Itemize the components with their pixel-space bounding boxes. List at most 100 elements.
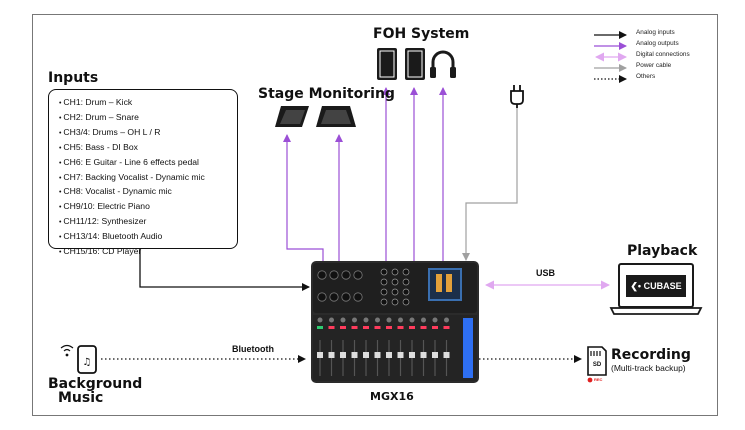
sd-card-label: SD <box>592 362 602 368</box>
foh-speaker-icon <box>377 48 397 80</box>
cubase-label: CUBASE <box>643 281 682 291</box>
xlr-jack <box>329 270 339 280</box>
recording-title: Recording <box>611 347 691 363</box>
fader-cap <box>386 352 392 358</box>
playback-title: Playback <box>627 243 698 259</box>
power-cable-line <box>462 107 518 261</box>
input-channel-item: CH11/12: Synthesizer <box>59 215 231 230</box>
legend-item-others: Others <box>636 73 656 80</box>
background-music-line-1: Background <box>48 376 143 392</box>
usb-label: USB <box>536 268 556 278</box>
input-channel-item: CH5: Bass - DI Box <box>59 141 231 156</box>
rec-dot-icon <box>587 377 593 383</box>
output-jack <box>380 278 388 286</box>
recording-subtitle: (Multi-track backup) <box>611 363 686 373</box>
channel-knob <box>386 317 392 323</box>
fader-cap <box>432 352 438 358</box>
inputs-channel-list: CH1: Drum – KickCH2: Drum – SnareCH3/4: … <box>59 96 231 260</box>
fader-cap <box>363 352 369 358</box>
power-plug-icon <box>510 85 524 108</box>
rec-label: REC <box>594 377 603 382</box>
channel-knob <box>352 317 357 323</box>
xlr-jack <box>341 292 351 302</box>
stage-monitor-icon <box>316 106 356 127</box>
input-channel-item: CH8: Vocalist - Dynamic mic <box>59 185 231 200</box>
xlr-jack <box>317 270 327 280</box>
output-jack <box>402 298 410 306</box>
background-music-line-2: Music <box>58 390 104 406</box>
output-jack <box>402 278 410 286</box>
output-jack <box>391 288 399 296</box>
channel-button <box>317 326 323 329</box>
stage-monitoring-title: Stage Monitoring <box>258 86 395 102</box>
output-jack <box>380 288 388 296</box>
laptop-icon <box>609 263 703 315</box>
xlr-jack <box>353 270 363 280</box>
fader-cap <box>317 352 323 358</box>
xlr-jack <box>329 292 339 302</box>
input-channel-item: CH3/4: Drums – OH L / R <box>59 126 231 141</box>
fader-cap <box>351 352 358 358</box>
channel-button <box>363 326 369 329</box>
output-jack <box>380 298 388 306</box>
output-jack <box>380 268 388 276</box>
channel-button <box>443 326 450 329</box>
input-channel-item: CH7: Backing Vocalist - Dynamic mic <box>59 171 231 186</box>
fader-cap <box>374 352 381 358</box>
input-channel-item: CH6: E Guitar - Line 6 effects pedal <box>59 156 231 171</box>
channel-knob <box>432 317 438 323</box>
bluetooth-signal-icon <box>60 344 74 357</box>
sd-card-icon <box>587 346 607 376</box>
fader-cap <box>409 352 415 358</box>
fader-cap <box>328 352 335 358</box>
legend-item-power-cable: Power cable <box>636 62 672 69</box>
channel-button <box>432 326 438 329</box>
xlr-jack <box>317 292 327 302</box>
output-jack <box>402 268 410 276</box>
legend: Analog inputs Analog outputs Digital con… <box>636 29 690 84</box>
analog-input-line <box>139 249 310 291</box>
cubase-logo: ❮• CUBASE <box>626 279 686 293</box>
foh-speaker-icon <box>405 48 425 80</box>
channel-knob <box>317 317 323 323</box>
channel-button <box>409 326 415 329</box>
phone-icon: ♫ <box>77 345 97 374</box>
svg-text:♫: ♫ <box>83 357 92 368</box>
background-music-label: Background Music <box>48 377 142 405</box>
stage-monitor-icon <box>275 106 309 127</box>
channel-knob <box>421 317 426 323</box>
bluetooth-label: Bluetooth <box>232 344 274 354</box>
foh-system-title: FOH System <box>373 26 470 42</box>
channel-button <box>340 326 346 329</box>
input-channel-item: CH13/14: Bluetooth Audio <box>59 230 231 245</box>
output-jack <box>391 298 399 306</box>
input-channel-item: CH15/16: CD Player <box>59 245 231 260</box>
channel-knob <box>340 317 346 323</box>
fader-cap <box>420 352 427 358</box>
xlr-jack <box>353 292 363 302</box>
input-channel-item: CH9/10: Electric Piano <box>59 200 231 215</box>
channel-knob <box>329 317 334 323</box>
channel-knob <box>444 317 449 323</box>
channel-button <box>374 326 381 329</box>
cubase-icon: ❮• <box>630 281 644 291</box>
legend-item-digital-connections: Digital connections <box>636 51 690 58</box>
input-channel-item: CH2: Drum – Snare <box>59 111 231 126</box>
mixer-name: MGX16 <box>370 390 414 403</box>
channel-knob <box>398 317 403 323</box>
xlr-jack <box>341 270 351 280</box>
fader-cap <box>340 352 346 358</box>
inputs-list-box: CH1: Drum – KickCH2: Drum – SnareCH3/4: … <box>48 89 238 256</box>
legend-item-analog-inputs: Analog inputs <box>636 29 675 36</box>
output-jack <box>391 278 399 286</box>
headphones-icon <box>430 50 456 78</box>
channel-button <box>386 326 392 329</box>
channel-button <box>328 326 335 329</box>
channel-knob <box>375 317 380 323</box>
fader-cap <box>443 352 450 358</box>
channel-button <box>420 326 427 329</box>
input-channel-item: CH1: Drum – Kick <box>59 96 231 111</box>
output-jack <box>402 288 410 296</box>
channel-button <box>397 326 404 329</box>
